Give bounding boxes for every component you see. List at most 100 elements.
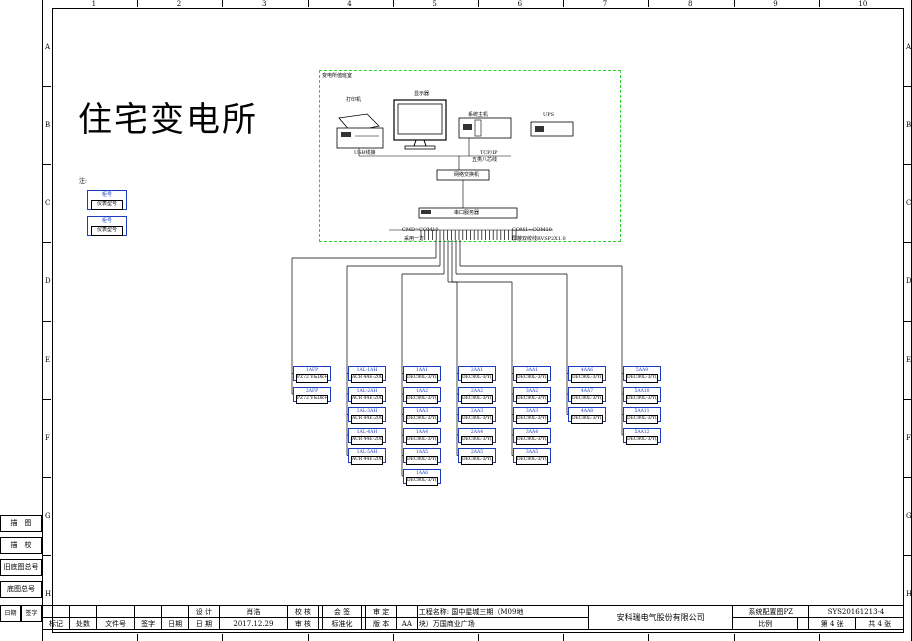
duty-room-title: 变电所值班室: [322, 73, 353, 79]
line-left-label: CMD=COM10: [402, 227, 439, 233]
duty-room-boundary: [319, 70, 621, 242]
title-block-cell: SYS20161213-4: [808, 605, 904, 618]
device-id: 2AA5: [470, 450, 484, 455]
device-id: 5AA12: [634, 429, 650, 435]
device-model: ACR 44E-2000m: [351, 415, 383, 424]
device-model: ACR 44E-2000m: [351, 456, 383, 465]
device-model: DEC80L-3/Y(A)+4: [626, 394, 658, 404]
title-block-cell: 共 4 张: [855, 617, 904, 630]
title-block-cell: 日 期: [188, 617, 220, 630]
title-block-cell: [395, 605, 418, 618]
ups-label: UPS: [543, 112, 555, 118]
row-label: E: [906, 355, 912, 364]
column-label: 1: [91, 0, 97, 8]
legend-item: 柜号 仪表型号: [87, 216, 127, 236]
device-model: DEC80L-3/Y(A)+4: [626, 415, 658, 424]
ruler-tick: [478, 0, 479, 7]
side-cell: 描 校: [0, 537, 42, 554]
title-block-cell: 设 计: [188, 605, 220, 618]
device-id: 4AA6: [580, 368, 594, 373]
ruler-tick: [43, 476, 51, 478]
ruler-tick: [43, 554, 51, 556]
device-model: DEC80L-3/Y(A)+4: [516, 456, 548, 465]
title-block-cell: 第 4 张: [808, 617, 857, 630]
title-block-cell: [134, 605, 163, 618]
ruler-tick: [904, 242, 912, 244]
row-label: F: [906, 433, 911, 442]
title-block-cell: 版 本: [365, 617, 397, 630]
room-equipment: [336, 99, 574, 231]
serial-server-label: 串口服务器: [454, 210, 480, 216]
device-id: 2AA4: [470, 429, 484, 435]
title-block-cell: 肖浩: [218, 605, 289, 618]
device-id: 1AA2: [415, 388, 429, 394]
legend-label: 柜号: [101, 192, 112, 198]
device-id: 1AA1: [415, 368, 429, 373]
ruler-tick: [648, 0, 650, 7]
ups-icon: [530, 121, 574, 137]
legend-label: 柜号: [101, 218, 112, 224]
ruler-tick: [818, 0, 820, 7]
ruler-tick: [733, 0, 735, 7]
device-model: DEC80L-3/Y(A)+4: [406, 374, 438, 383]
column-label: 7: [602, 0, 608, 8]
ruler-tick: [904, 398, 912, 400]
device-id: 3AA4: [525, 429, 539, 435]
ruler-tick: [307, 634, 309, 641]
device-model: DEC80L-3/Y(A)+4: [516, 435, 548, 445]
ruler-tick: [43, 398, 51, 400]
host-label: 系统主机: [468, 112, 489, 118]
device-id: 5AA9: [635, 368, 649, 373]
device-model: PZ72 V&Dk+3k: [296, 394, 328, 404]
column-label: 8: [688, 0, 693, 8]
device-id: 1AA4: [415, 429, 429, 435]
title-block-cell: 工程名称: 国中星城三期（M09地: [416, 605, 589, 618]
ruler-tick: [307, 0, 309, 7]
title-block-cell: 2017.12.29: [218, 617, 289, 630]
monitor-icon: [393, 99, 447, 150]
device-model: DEC80L-3/Y(A)+4: [571, 415, 603, 424]
title-block-cell: 标记: [42, 617, 70, 630]
row-label: A: [45, 43, 51, 52]
title-block-cell: 系统配置图PZ: [732, 605, 810, 618]
device-id: 1AL-1AH: [356, 368, 378, 373]
device-id: 1AL-5AH: [356, 450, 378, 455]
row-label: F: [45, 433, 50, 442]
device-id: 2AA2: [470, 388, 484, 394]
title-block-cell: 块）万国商业广场: [416, 617, 589, 630]
column-label: 6: [517, 0, 523, 8]
ruler-tick: [904, 86, 912, 88]
side-cell: 底图总号: [0, 581, 42, 598]
title-block-cell: 审 核: [287, 617, 319, 630]
row-label: C: [45, 199, 51, 208]
printer-label: 打印机: [346, 97, 362, 103]
row-label: E: [45, 355, 51, 364]
row-label: G: [906, 511, 912, 520]
device-model: ACR 44E-2000m: [351, 394, 383, 404]
monitor-label: 显示器: [414, 91, 430, 97]
legend-prefix: 注:: [79, 178, 88, 185]
column-label: 2: [176, 0, 182, 8]
ruler-tick: [222, 0, 224, 7]
device-model: DEC80L-3/Y(A)+4: [406, 415, 438, 424]
usb-label: USB线接: [354, 150, 376, 156]
line-right2-label: 屏蔽双绞线RVSP2X1.0: [512, 236, 566, 242]
